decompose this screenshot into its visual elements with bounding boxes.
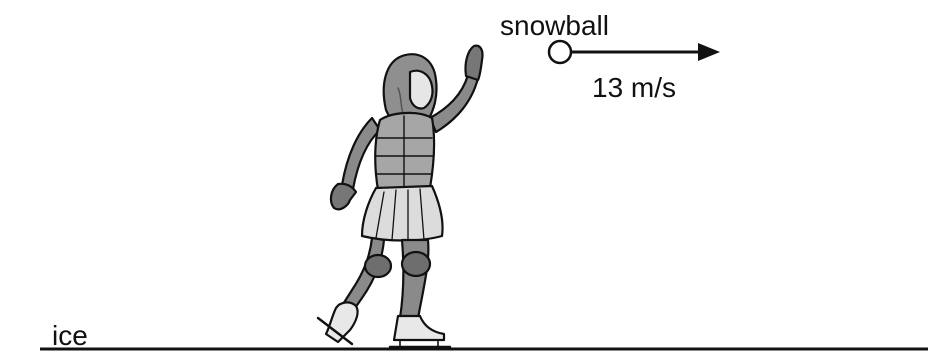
raised-mitten: [465, 46, 482, 80]
ice-label: ice: [52, 322, 88, 350]
back-knee-pad: [365, 255, 391, 277]
back-mitten: [331, 184, 356, 209]
velocity-arrow-head: [698, 43, 720, 61]
face: [410, 71, 433, 109]
snowball-label: snowball: [500, 12, 609, 40]
skater-figure: [318, 46, 483, 347]
snowball-circle: [549, 41, 571, 63]
skirt: [362, 186, 443, 241]
front-skate-boot: [394, 316, 444, 340]
speed-label: 13 m/s: [592, 74, 676, 102]
front-knee-pad: [402, 252, 430, 276]
